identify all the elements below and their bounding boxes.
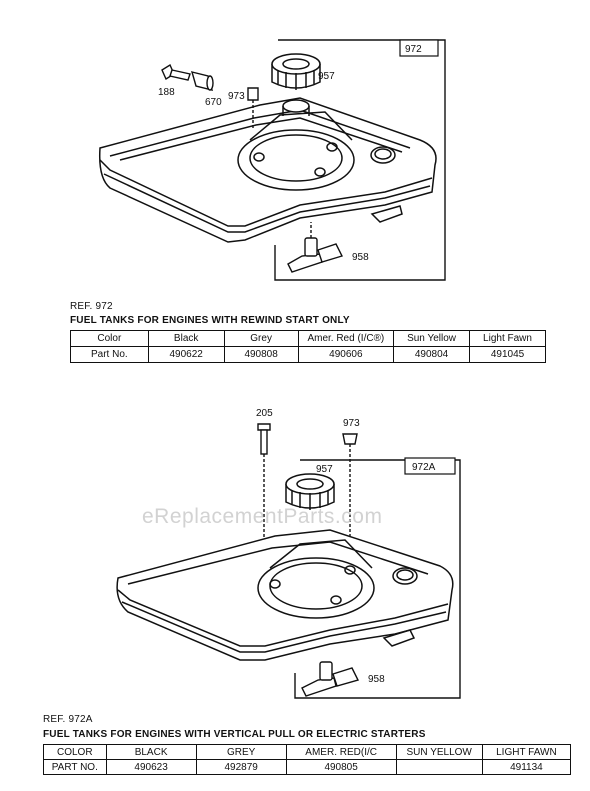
section1-title: FUEL TANKS FOR ENGINES WITH REWIND START… <box>70 315 350 326</box>
screw-and-spacer <box>161 63 214 91</box>
table-cell: 490804 <box>393 346 471 363</box>
fuel-cap <box>271 53 321 90</box>
table-cell: LIGHT FAWN <box>481 744 572 760</box>
table-cell: Color <box>70 330 149 347</box>
parts-table-972: Color Black Grey Amer. Red (I/C®) Sun Ye… <box>70 330 546 363</box>
ref-box <box>399 39 439 57</box>
table-cell: 490623 <box>105 759 197 775</box>
table-cell: PART NO. <box>43 759 107 775</box>
table-row-color: Color Black Grey Amer. Red (I/C®) Sun Ye… <box>70 330 546 347</box>
screw-973 <box>342 433 358 553</box>
callout-957: 957 <box>316 464 333 475</box>
screw-973 <box>247 87 259 128</box>
table-cell: COLOR <box>43 744 107 760</box>
table-cell: 490622 <box>147 346 225 363</box>
table-cell: Sun Yellow <box>393 330 471 347</box>
ref-box-label: 972A <box>412 462 436 473</box>
callout-973: 973 <box>343 418 360 429</box>
table-cell: 490808 <box>223 346 299 363</box>
exploded-view-972a: 972A <box>116 408 461 699</box>
table-cell: Grey <box>223 330 299 347</box>
shutoff-valve <box>301 661 360 697</box>
fuel-cap <box>285 473 335 510</box>
table-cell: SUN YELLOW <box>395 744 483 760</box>
callout-205: 205 <box>256 408 273 419</box>
callout-frame <box>274 39 446 281</box>
fuel-tank <box>116 529 454 661</box>
parts-table-972a: COLOR BLACK GREY AMER. RED(I/C SUN YELLO… <box>43 744 572 775</box>
ref-box <box>404 457 456 475</box>
callout-957: 957 <box>318 71 335 82</box>
table-row-color: COLOR BLACK GREY AMER. RED(I/C SUN YELLO… <box>43 744 572 760</box>
filler-neck <box>237 99 396 191</box>
table-cell: GREY <box>195 744 287 760</box>
fuel-tank-diagram-972: 972 <box>0 0 590 300</box>
table-cell: Amer. Red (I/C®) <box>297 330 395 347</box>
table-cell: 492879 <box>195 759 287 775</box>
table-row-part-no: PART NO. 490623 492879 490805 491134 <box>43 759 572 775</box>
table-cell: Light Fawn <box>469 330 546 347</box>
shutoff-valve <box>287 222 343 273</box>
callout-958: 958 <box>352 252 369 263</box>
table-cell: Black <box>147 330 225 347</box>
table-cell: 490805 <box>285 759 397 775</box>
callout-670: 670 <box>205 97 222 108</box>
exploded-view-972: 972 <box>98 39 446 281</box>
callout-973: 973 <box>228 91 245 102</box>
table-cell <box>395 759 483 775</box>
callout-188: 188 <box>158 87 175 98</box>
fuel-tank-diagram-972a: 972A <box>0 398 590 708</box>
table-cell: 490606 <box>297 346 395 363</box>
section2-title: FUEL TANKS FOR ENGINES WITH VERTICAL PUL… <box>43 729 426 740</box>
table-cell: AMER. RED(I/C <box>285 744 397 760</box>
ref-box-label: 972 <box>405 44 422 55</box>
callout-958: 958 <box>368 674 385 685</box>
table-cell: 491045 <box>469 346 546 363</box>
ref-972a: REF. 972A <box>43 714 93 725</box>
watermark: eReplacementParts.com <box>142 505 383 528</box>
table-cell: BLACK <box>105 744 197 760</box>
table-cell: Part No. <box>70 346 149 363</box>
ref-972: REF. 972 <box>70 301 113 312</box>
table-row-part-no: Part No. 490622 490808 490606 490804 491… <box>70 346 546 363</box>
table-cell: 491134 <box>481 759 572 775</box>
